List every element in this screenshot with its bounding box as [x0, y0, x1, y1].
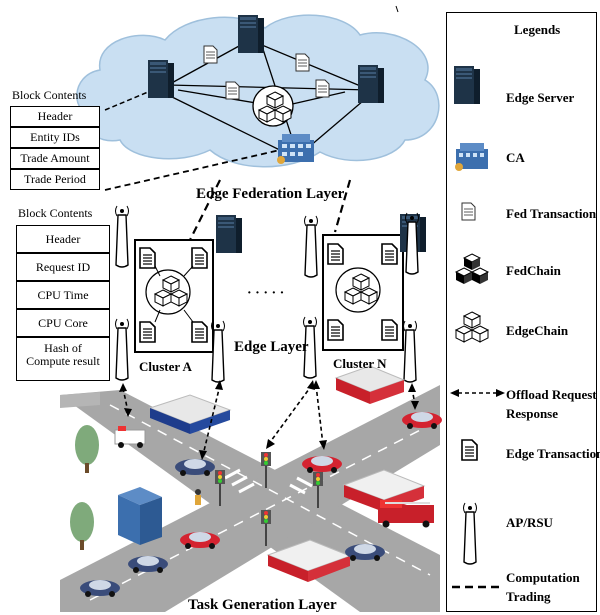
offload-arrowheads [119, 380, 419, 460]
fed-transaction-icon [315, 79, 330, 98]
fedchain-center [252, 85, 294, 127]
ap-rsu-icon [210, 320, 226, 383]
edge-layer-title: Edge Layer [234, 339, 309, 355]
edge-server-icon [238, 15, 264, 53]
block-contents-top-title: Block Contents [12, 88, 87, 102]
cluster-ellipsis: · · · · · [247, 286, 285, 301]
ap-rsu-icon [114, 318, 130, 381]
legend-icons [454, 66, 489, 565]
block-row-hash: Hash of Compute result [16, 337, 110, 381]
block-row-cpu-time: CPU Time [16, 281, 110, 309]
federation-cloud [76, 14, 440, 168]
legend-title: Legends [514, 22, 561, 37]
legend-fed-transaction: Fed Transaction [506, 206, 597, 221]
task-layer-title: Task Generation Layer [188, 597, 337, 613]
ap-rsu-icon [303, 215, 319, 278]
legend-edgechain: EdgeChain [506, 323, 569, 338]
road-scene [60, 365, 442, 612]
block-row-header: Header [10, 106, 100, 127]
legend-offload: Offload Request Response [506, 387, 597, 421]
legend-offload-arrow [450, 389, 505, 397]
block-row-trade-amount: Trade Amount [10, 148, 100, 169]
cluster-a [134, 239, 214, 353]
block-row-entity-ids: Entity IDs [10, 127, 100, 148]
fed-transaction-icon [225, 81, 240, 100]
edge-server-icon [358, 65, 384, 103]
cluster-n-label: Cluster N [333, 356, 387, 371]
block-contents-bottom-title: Block Contents [18, 206, 93, 220]
edge-server-icon [216, 215, 242, 253]
computation-trading-line [333, 179, 352, 233]
legend-ca: CA [506, 150, 525, 165]
cluster-n [322, 234, 404, 351]
block-row-header: Header [16, 225, 110, 253]
cluster-a-label: Cluster A [139, 359, 192, 374]
ap-rsu-icon [114, 205, 130, 268]
legend-computation-trading: Computation Trading [506, 570, 580, 604]
legend-edge-server: Edge Server [506, 90, 575, 105]
block-row-request-id: Request ID [16, 253, 110, 281]
ap-rsu-icon [402, 320, 418, 383]
legend-fedchain: FedChain [506, 263, 561, 278]
block-row-cpu-core: CPU Core [16, 309, 110, 337]
federation-layer-title: Edge Federation Layer [196, 186, 345, 202]
ap-rsu-icon [404, 212, 420, 275]
block-row-trade-period: Trade Period [10, 169, 100, 190]
edge-server-icon [148, 60, 174, 98]
fed-transaction-icon [295, 53, 310, 72]
legend-edge-transaction: Edge Transaction [506, 446, 600, 461]
legend-ap-rsu: AP/RSU [506, 515, 553, 530]
legend-panel [446, 12, 597, 612]
ca-icon [277, 134, 314, 164]
computation-trading-line [189, 179, 221, 241]
fed-transaction-icon [203, 45, 218, 64]
